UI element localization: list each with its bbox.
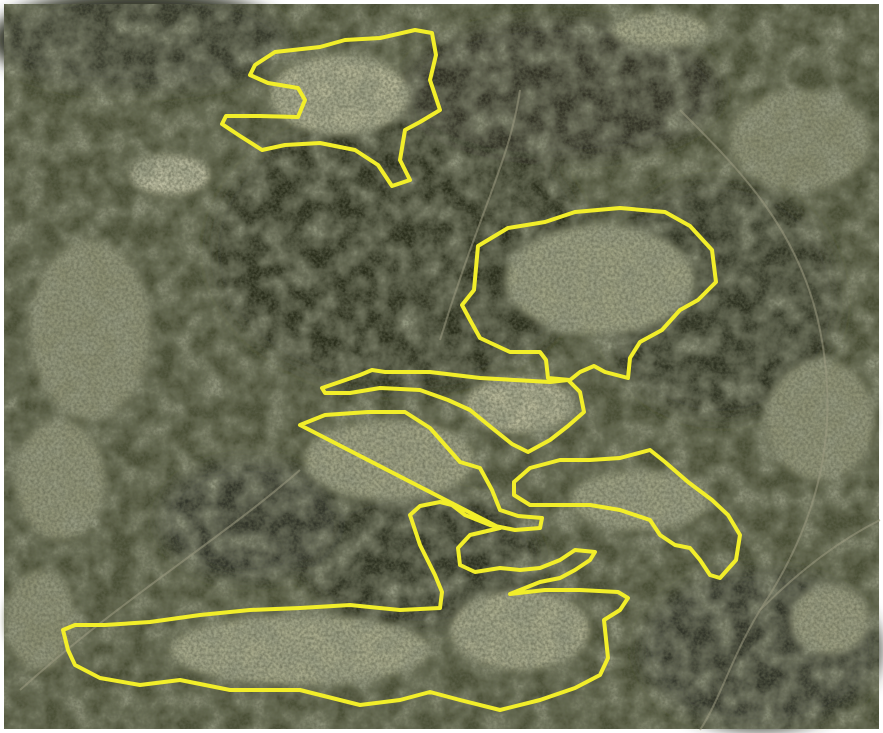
outline-region-3 <box>320 368 586 454</box>
outlined-regions <box>61 28 742 712</box>
tracks <box>19 89 881 731</box>
fine-grain <box>4 4 879 729</box>
outline-region-1 <box>220 28 442 188</box>
outline-region-2 <box>460 206 718 382</box>
outline-region-4 <box>61 410 630 712</box>
outline-region-5 <box>512 448 742 580</box>
